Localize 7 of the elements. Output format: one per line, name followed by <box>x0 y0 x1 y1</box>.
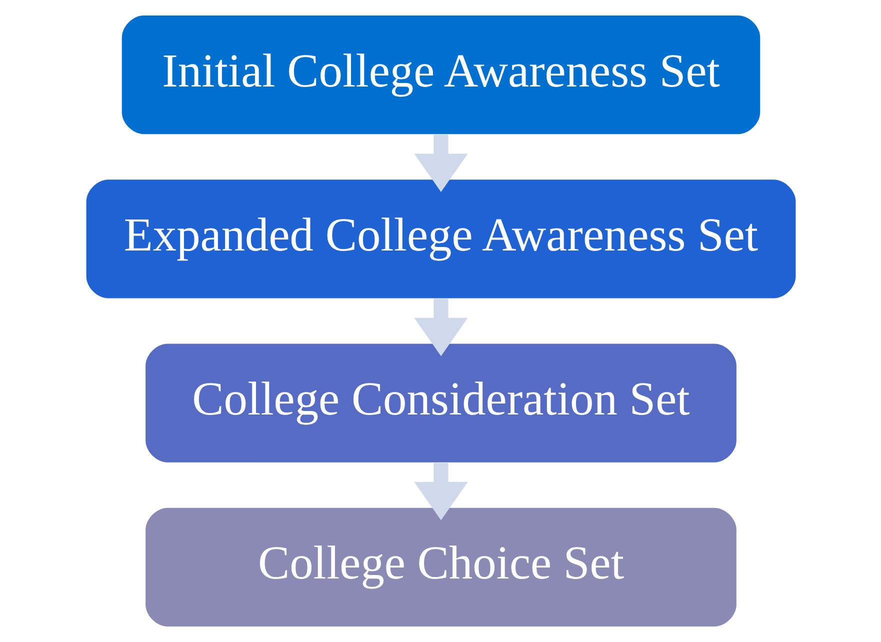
arrow <box>414 298 468 356</box>
node-box: College Consideration Set <box>145 344 736 462</box>
node-box: Expanded College Awareness Set <box>86 180 796 298</box>
arrow <box>414 134 468 192</box>
node-box: Initial College Awareness Set <box>121 16 760 134</box>
arrow <box>414 462 468 520</box>
node-box: College Choice Set <box>145 508 736 626</box>
